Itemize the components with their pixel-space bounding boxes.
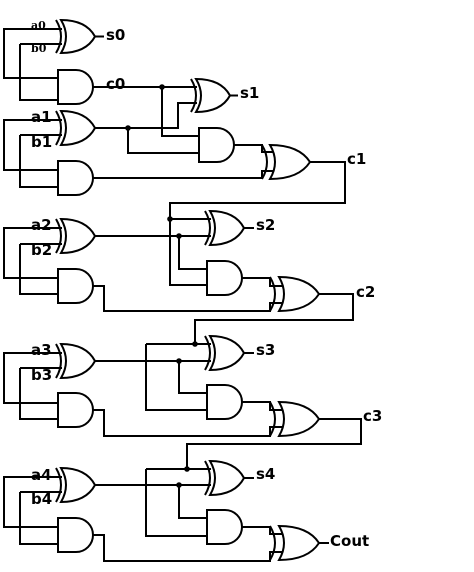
label-s2: s2 [256,216,275,234]
wire-p1 [95,102,199,154]
label-b0: b0 [31,42,47,55]
xor-gate-s2 [204,209,246,247]
stage-3 [3,334,362,472]
xor-gate-s3 [204,334,246,372]
stage-0 [3,18,199,137]
label-s4: s4 [256,465,275,483]
and-gate-c0 [57,69,94,105]
wire-g1-to-or [93,170,276,179]
junction-p1 [125,125,131,131]
and-gate-g3 [57,392,94,428]
wire-g2-to-or [93,285,285,312]
junction-p2 [176,233,182,239]
or-gate-c1 [261,143,312,181]
and-gate-mid-4 [206,509,243,545]
labels: a0 b0 s0 c0 a1 b1 s1 c1 a2 b2 s2 c2 a3 b… [31,19,382,550]
wire-p4 [95,468,211,537]
xor-gate-4 [55,466,97,504]
stage-1 [3,77,346,286]
xor-gate-2 [55,217,97,255]
wire-c0 [93,86,199,137]
wire-a0 [3,28,62,101]
label-c3: c3 [363,407,382,425]
wire-a4-b4 [3,476,62,545]
label-a4: a4 [31,466,52,484]
xor-gate-1 [55,109,97,147]
wire-p2 [95,218,211,270]
and-gate-g2 [57,268,94,304]
wire-a1-b1 [3,119,62,188]
label-a1: a1 [31,108,52,126]
and-gate-mid-2 [206,260,243,296]
label-c1: c1 [347,150,366,168]
wire-p3 [95,343,211,411]
or-gate-c2 [269,275,321,313]
stage-4 [3,459,329,562]
junction-c0 [159,84,165,90]
label-a3: a3 [31,341,52,359]
label-b4: b4 [31,490,52,508]
wire-and-mid4-to-or [242,526,285,535]
wire-and-mid2-to-or [242,277,285,287]
wire-g4-to-or [93,534,285,562]
and-gate-mid-3 [206,384,243,420]
xor-gate-s0 [55,18,97,55]
label-b1: b1 [31,133,52,151]
xor-gate-3 [55,342,97,380]
junction-c1 [167,216,173,222]
label-b3: b3 [31,366,52,384]
and-gate-g4 [57,517,94,553]
junction-p4 [176,482,182,488]
label-s0: s0 [106,26,125,44]
wire-g3-to-or [93,409,285,437]
and-gate-g1 [57,160,94,196]
label-c2: c2 [356,283,375,301]
label-s1: s1 [240,84,259,102]
or-gate-c3 [269,400,321,438]
wire-a3-b3 [3,352,62,420]
and-gate-mid-1 [198,127,235,163]
label-cout: Cout [330,532,369,550]
label-a2: a2 [31,216,52,234]
xor-gate-s1 [190,77,232,114]
stage-2 [3,209,354,347]
wire-and-mid3-to-or [242,401,285,411]
wire-c1 [169,161,346,286]
label-a0: a0 [31,19,46,32]
wire-and-mid1-to-or [234,144,276,153]
or-gate-cout [269,524,321,562]
label-b2: b2 [31,241,52,259]
wire-c3 [186,418,362,470]
label-s3: s3 [256,341,275,359]
xor-gate-s4 [204,459,246,497]
junction-p3 [176,358,182,364]
wire-a2-b2 [3,227,62,295]
label-c0: c0 [106,75,125,93]
